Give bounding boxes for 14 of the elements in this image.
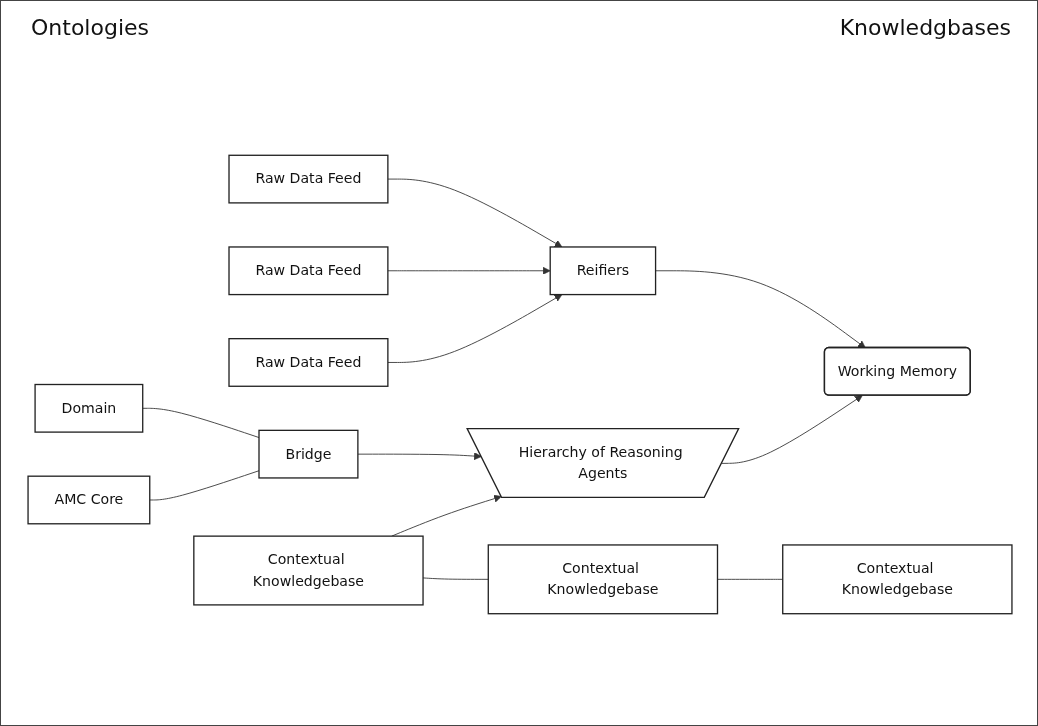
node-box: Bridge (258, 429, 359, 479)
connector (149, 470, 260, 501)
connector (142, 407, 260, 438)
node-box: Raw Data Feed (228, 338, 389, 387)
node-box: Contextual Knowledgebase (487, 544, 719, 615)
node-box: Raw Data Feed (228, 154, 389, 204)
node-box: Raw Data Feed (228, 246, 389, 296)
node-box: Reifiers (549, 246, 657, 296)
node-box: Contextual Knowledgebase (782, 544, 1013, 615)
section-heading: Knowledgbases (839, 15, 1011, 40)
section-heading: Ontologies (31, 15, 149, 40)
node-box: AMC Core (27, 475, 151, 525)
node-box: Domain (34, 383, 144, 433)
node-box: Contextual Knowledgebase (193, 535, 424, 606)
